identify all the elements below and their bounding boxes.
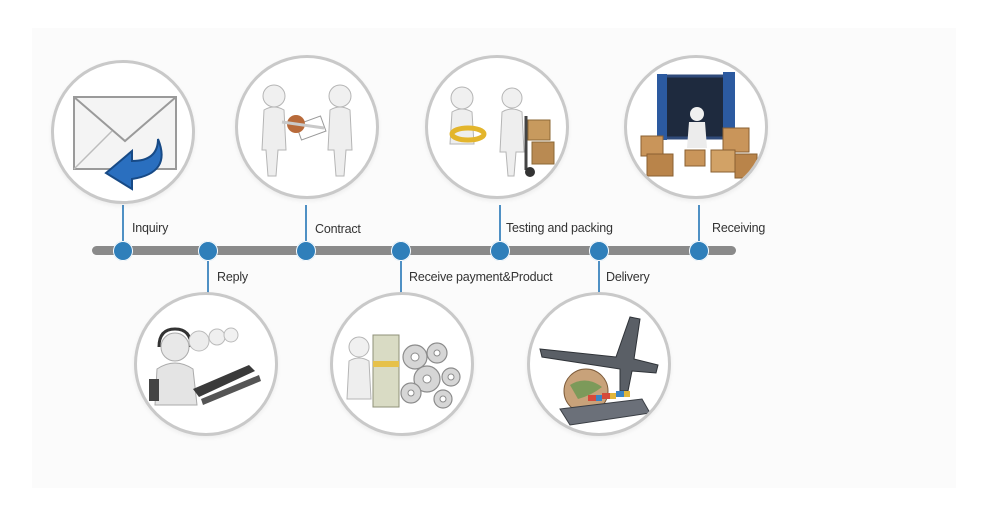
node-payment xyxy=(391,241,411,261)
step-label-contract: Contract xyxy=(315,222,361,236)
node-delivery xyxy=(589,241,609,261)
container-boxes-icon xyxy=(640,72,758,179)
stem-receiving xyxy=(698,205,700,251)
step-image-receiving xyxy=(624,55,768,199)
step-label-reply: Reply xyxy=(217,270,248,284)
envelope-reply-icon xyxy=(73,96,177,191)
stem-reply xyxy=(207,251,209,293)
step-image-testing xyxy=(425,55,569,199)
money-gears-icon xyxy=(346,334,461,409)
call-center-icon xyxy=(149,327,261,406)
step-label-receiving: Receiving xyxy=(712,221,766,235)
handshake-icon xyxy=(261,84,353,177)
step-label-inquiry: Inquiry xyxy=(132,221,169,235)
packing-icon xyxy=(449,86,555,177)
node-reply xyxy=(198,241,218,261)
node-contract xyxy=(296,241,316,261)
stem-inquiry xyxy=(122,205,124,251)
stem-payment xyxy=(400,251,402,293)
step-image-delivery xyxy=(527,292,671,436)
step-image-reply xyxy=(134,292,278,436)
stem-contract xyxy=(305,205,307,251)
step-image-contract xyxy=(235,55,379,199)
step-label-delivery: Delivery xyxy=(606,270,650,284)
node-testing xyxy=(490,241,510,261)
step-image-payment xyxy=(330,292,474,436)
step-label-payment: Receive payment&Product xyxy=(409,270,553,284)
airplane-ship-icon xyxy=(539,316,659,426)
step-label-testing: Testing and packing xyxy=(506,221,613,235)
timeline-bar xyxy=(92,246,736,255)
step-image-inquiry xyxy=(51,60,195,204)
stem-testing xyxy=(499,205,501,251)
stem-delivery xyxy=(598,251,600,293)
node-receiving xyxy=(689,241,709,261)
node-inquiry xyxy=(113,241,133,261)
